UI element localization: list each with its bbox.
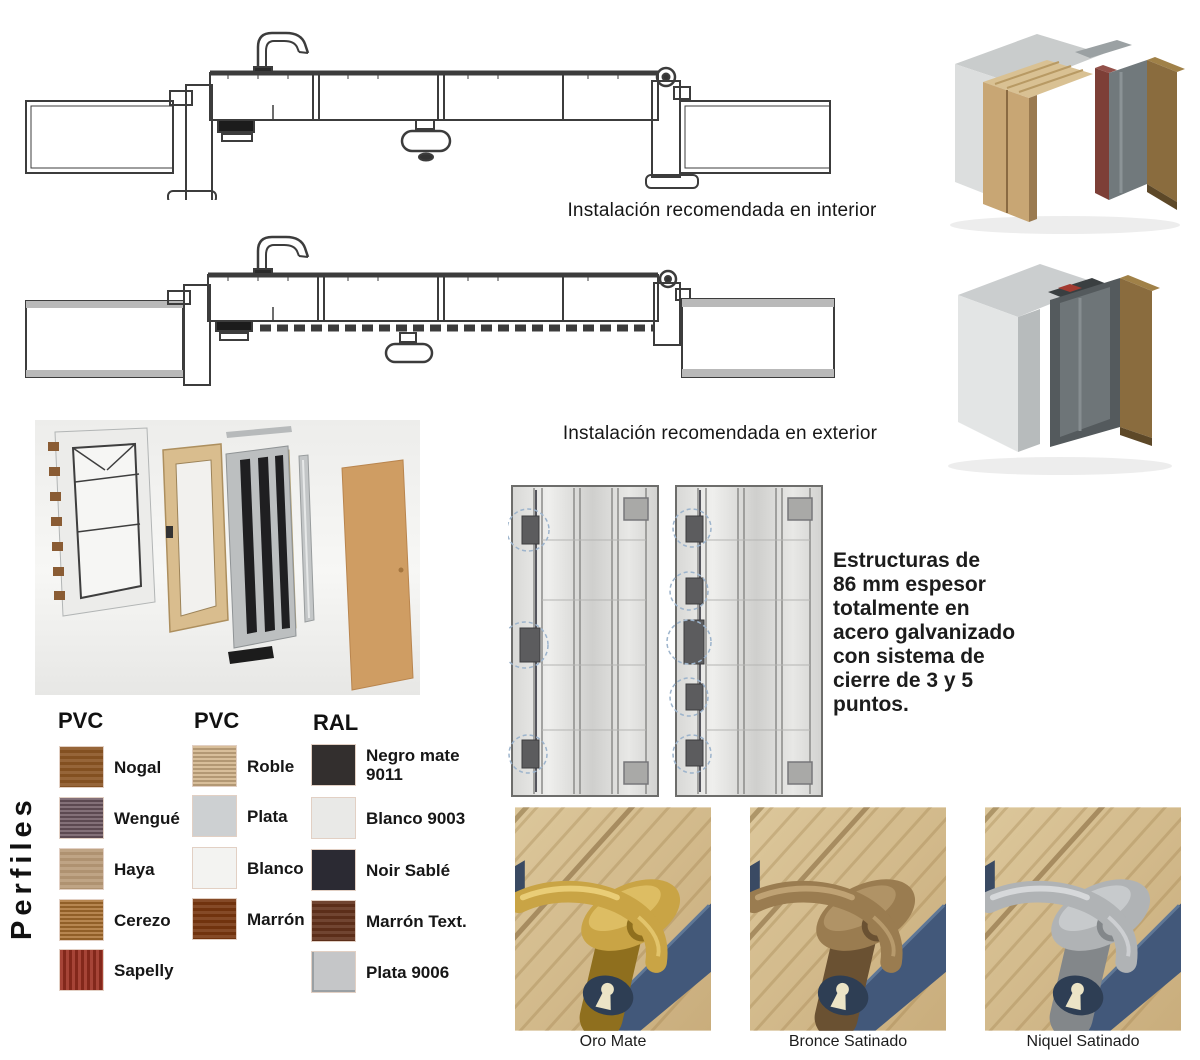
grain-overlay <box>193 746 236 786</box>
swatch-row: Roble <box>193 746 294 786</box>
grain-overlay <box>312 901 355 941</box>
swatch-label: Wengué <box>114 808 180 828</box>
swatch-label: Blanco 9003 <box>366 808 466 828</box>
frame-corner-render-interior-svg <box>950 34 1185 234</box>
caption-exterior: Instalación recomendada en exterior <box>562 423 878 444</box>
galvanized-structures-svg <box>508 485 823 797</box>
swatch-label: Sapelly <box>114 960 174 980</box>
handle-label-oro-mate: Oro Mate <box>579 1033 647 1050</box>
swatch-row: Marrón Text. <box>312 901 467 941</box>
frame-corner-render-exterior-svg <box>948 264 1172 475</box>
swatch-label: Blanco <box>247 858 304 878</box>
swatch-row: Sapelly <box>60 950 174 990</box>
swatch-row: Blanco 9003 <box>312 798 465 838</box>
frame-corner-render-exterior <box>930 240 1198 480</box>
color-swatch-sapelly <box>60 950 103 990</box>
swatch-row: Haya <box>60 849 155 889</box>
color-swatch-blanco-9003 <box>312 798 355 838</box>
grain-overlay <box>60 900 103 940</box>
swatch-label: Haya <box>114 859 155 879</box>
exploded-door-assembly-svg <box>35 420 420 695</box>
color-swatch-haya <box>60 849 103 889</box>
color-swatch-cerezo <box>60 900 103 940</box>
exploded-door-assembly-render <box>35 420 420 695</box>
swatch-label: Noir Sablé <box>366 860 451 880</box>
color-swatch-noir-sable <box>312 850 355 890</box>
keyhole-escutcheon <box>582 975 634 1016</box>
grain-overlay <box>60 849 103 889</box>
handle-oro-mate-svg <box>515 807 711 1031</box>
pvc-column-2-header: PVC <box>194 708 240 733</box>
grain-overlay <box>193 899 236 939</box>
caption-interior: Instalación recomendada en interior <box>567 200 877 221</box>
swatch-label: Plata 9006 <box>366 962 450 982</box>
color-swatch-nogal <box>60 747 103 787</box>
swatch-label: Plata <box>247 806 288 826</box>
grain-overlay <box>60 747 103 787</box>
swatch-label: Cerezo <box>114 910 171 930</box>
handle-label-bronce-satinado: Bronce Satinado <box>788 1033 908 1050</box>
handle-photo-oro-mate <box>515 806 711 1032</box>
color-swatch-marron-text <box>312 901 355 941</box>
swatch-label: Marrón <box>247 909 305 929</box>
handle-photo-niquel-satinado <box>985 806 1181 1032</box>
color-swatch-negro-mate-9011 <box>312 745 355 785</box>
handle-photo-bronce-satinado <box>750 806 946 1032</box>
handle-label-niquel-satinado: Niquel Satinado <box>1026 1033 1140 1050</box>
interior-installation-drawing <box>18 25 898 200</box>
perfiles-title: Perfiles <box>6 795 38 941</box>
grain-overlay <box>60 798 103 838</box>
exterior-cross-section-svg <box>25 235 835 386</box>
swatch-label: Negro mate 9011 <box>366 746 460 784</box>
frame-corner-render-interior <box>925 12 1197 237</box>
swatch-label: Roble <box>247 756 295 776</box>
color-swatch-plata-9006 <box>312 952 355 992</box>
color-swatch-wengue <box>60 798 103 838</box>
ral-column-header: RAL <box>313 710 359 735</box>
color-swatch-plata <box>193 796 236 836</box>
swatch-label: Nogal <box>114 757 162 777</box>
swatch-row: Wengué <box>60 798 180 838</box>
swatch-row: Marrón <box>193 899 305 939</box>
color-swatch-roble <box>193 746 236 786</box>
exterior-installation-drawing <box>18 235 898 407</box>
swatch-label: Marrón Text. <box>366 911 467 931</box>
estructuras-description: Estructuras de 86 mm espesor totalmente … <box>833 549 1016 716</box>
interior-cross-section-svg <box>25 31 831 200</box>
swatch-row: Negro mate 9011 <box>312 745 470 785</box>
swatch-row: Plata 9006 <box>312 952 449 992</box>
handle-niquel-satinado-svg <box>985 807 1181 1031</box>
galvanized-structures-image <box>508 480 838 802</box>
grain-overlay <box>60 950 103 990</box>
swatch-row: Cerezo <box>60 900 171 940</box>
swatch-row: Plata <box>193 796 288 836</box>
swatch-row: Noir Sablé <box>312 850 450 890</box>
keyhole-escutcheon <box>817 975 869 1016</box>
handle-bronce-satinado-svg <box>750 807 946 1031</box>
swatch-row: Blanco <box>193 848 304 888</box>
color-swatch-marron <box>193 899 236 939</box>
color-swatch-blanco <box>193 848 236 888</box>
swatch-row: Nogal <box>60 747 161 787</box>
pvc-column-1-header: PVC <box>58 708 104 733</box>
keyhole-escutcheon <box>1052 975 1104 1016</box>
